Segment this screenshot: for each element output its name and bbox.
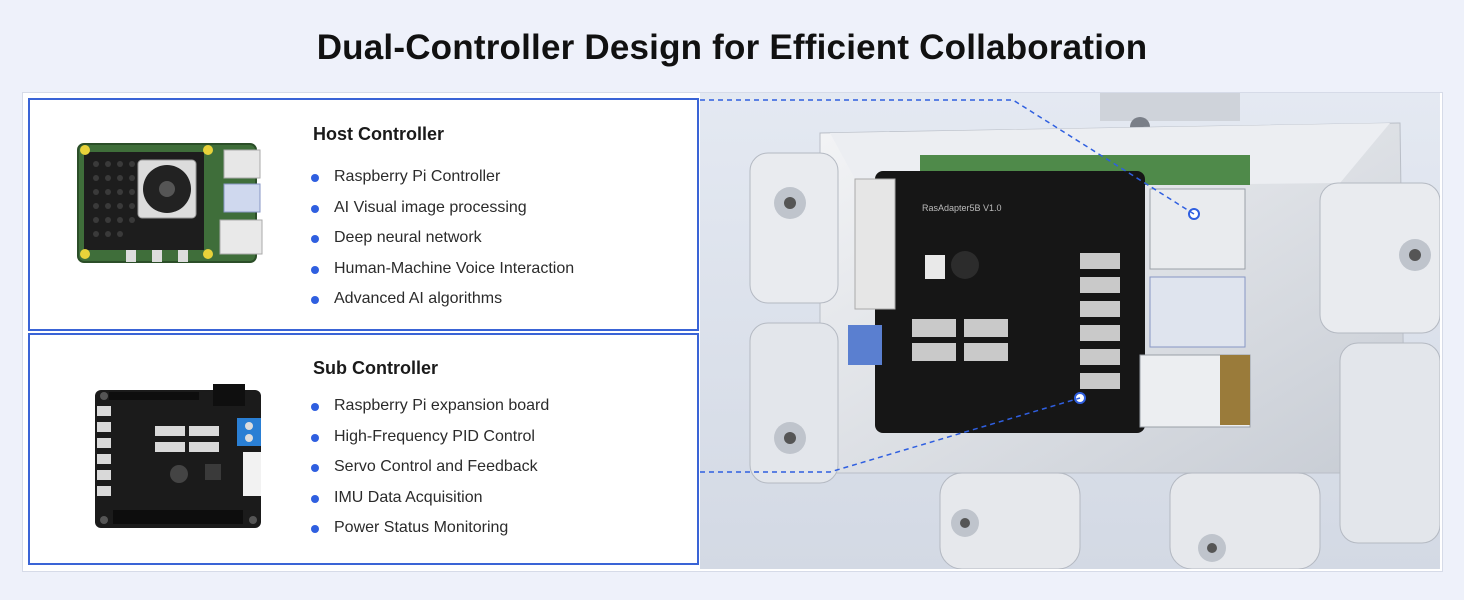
list-item: Raspberry Pi expansion board <box>308 391 549 422</box>
host-controller-panel: Host Controller Raspberry Pi Controller … <box>28 98 699 331</box>
expansion-board-icon <box>95 384 261 528</box>
list-item: Advanced AI algorithms <box>308 284 574 315</box>
list-item: Deep neural network <box>308 223 574 254</box>
robot-illustration: RasAdapter5B V1.0 <box>700 93 1440 569</box>
bullet-icon <box>311 433 319 442</box>
list-item: Human-Machine Voice Interaction <box>308 254 574 285</box>
bullet-icon <box>311 296 319 304</box>
bullet-icon <box>311 403 319 411</box>
list-item: IMU Data Acquisition <box>308 483 549 514</box>
list-item: Power Status Monitoring <box>308 513 549 544</box>
bullet-icon <box>311 204 319 213</box>
board-label: RasAdapter5B V1.0 <box>922 203 1002 213</box>
page-title: Dual-Controller Design for Efficient Col… <box>316 28 1148 67</box>
bullet-icon <box>311 235 319 243</box>
host-feature-list: Raspberry Pi Controller AI Visual image … <box>308 162 574 315</box>
list-item: Raspberry Pi Controller <box>308 162 574 193</box>
list-item: Servo Control and Feedback <box>308 452 549 483</box>
raspberry-pi-board-icon <box>77 143 263 263</box>
bullet-icon <box>311 525 319 533</box>
sub-feature-list: Raspberry Pi expansion board High-Freque… <box>308 391 549 544</box>
bullet-icon <box>311 464 319 472</box>
bullet-icon <box>311 265 319 274</box>
sub-controller-title: Sub Controller <box>313 358 438 378</box>
bullet-icon <box>311 174 319 182</box>
host-controller-title: Host Controller <box>313 124 445 144</box>
bullet-icon <box>311 494 319 503</box>
robot-torso-icon: RasAdapter5B V1.0 <box>700 93 1440 569</box>
list-item: AI Visual image processing <box>308 193 574 224</box>
sub-controller-panel: Sub Controller Raspberry Pi expansion bo… <box>28 333 699 565</box>
list-item: High-Frequency PID Control <box>308 422 549 453</box>
